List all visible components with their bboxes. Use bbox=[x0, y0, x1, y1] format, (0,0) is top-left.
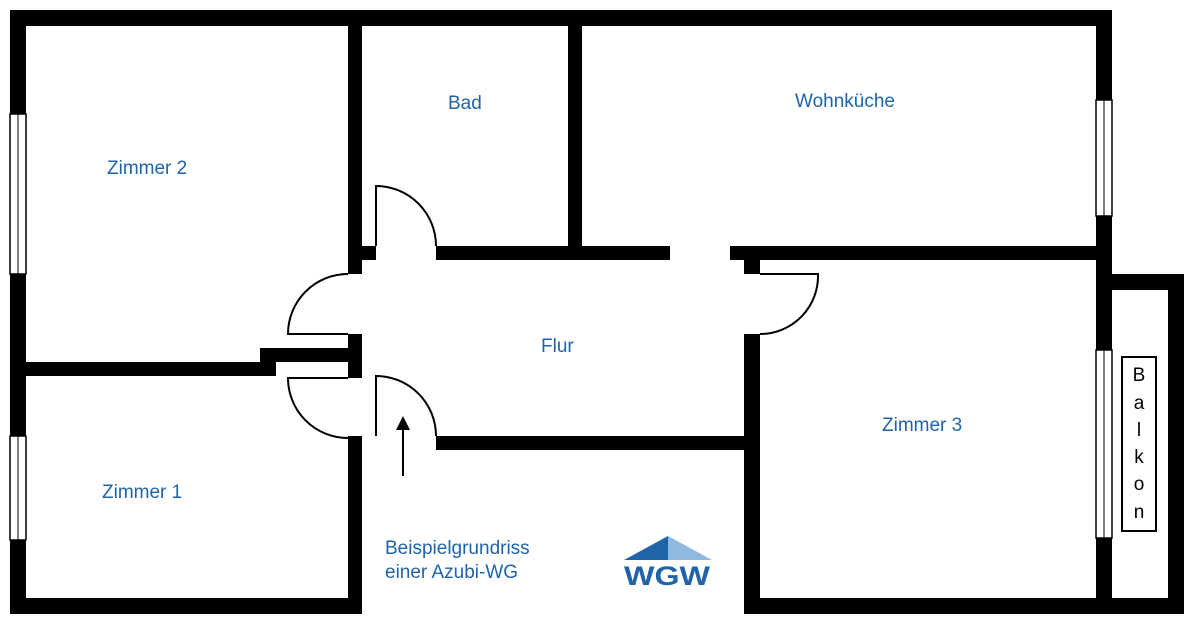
room-label-zimmer2: Zimmer 2 bbox=[107, 158, 188, 179]
wall-flur-left-bottom bbox=[348, 436, 362, 614]
balkon-letter: n bbox=[1133, 501, 1145, 523]
door-zimmer3 bbox=[759, 273, 820, 335]
logo-roof-light bbox=[668, 536, 712, 560]
wall-balkon-bottom bbox=[1096, 598, 1184, 614]
wall-flur-z3 bbox=[744, 334, 760, 614]
caption-line-1: Beispielgrundriss bbox=[385, 538, 530, 559]
wall-flur-left-top bbox=[348, 246, 362, 274]
balkon-letter: l bbox=[1136, 419, 1142, 441]
door-bad bbox=[375, 184, 437, 247]
wall-flur-left-mid bbox=[348, 334, 362, 378]
balkon-letter: o bbox=[1133, 474, 1145, 496]
wall-z2-z1 bbox=[10, 362, 276, 376]
balkon-letter: B bbox=[1132, 365, 1146, 387]
balkon-letter: k bbox=[1134, 447, 1144, 469]
door-zimmer1 bbox=[286, 377, 349, 439]
room-label-wohnkueche: Wohnküche bbox=[795, 91, 895, 112]
logo-text: WGW bbox=[624, 561, 711, 591]
wall-balkon-top bbox=[1096, 274, 1184, 290]
balkon-letter: a bbox=[1133, 392, 1145, 414]
doors bbox=[286, 184, 820, 439]
windows bbox=[9, 99, 1113, 541]
wall-wohn-bottom bbox=[730, 246, 1112, 260]
wall-bottom-left bbox=[10, 598, 362, 614]
wall-balkon-right bbox=[1168, 274, 1184, 614]
wall-bad-bottom-b bbox=[436, 246, 670, 260]
caption-line-2: einer Azubi-WG bbox=[385, 562, 519, 583]
room-label-bad: Bad bbox=[448, 93, 482, 114]
door-zimmer2 bbox=[286, 273, 349, 335]
room-label-zimmer3: Zimmer 3 bbox=[882, 415, 963, 436]
plan-caption: Beispielgrundriss einer Azubi-WG bbox=[385, 537, 530, 585]
room-label-flur: Flur bbox=[541, 336, 574, 357]
door-entrance bbox=[375, 374, 437, 437]
wall-top bbox=[10, 10, 1112, 26]
wall-bottom-right bbox=[744, 598, 1112, 614]
wall-flur-bottom bbox=[436, 436, 758, 450]
wall-bad-wohn bbox=[568, 10, 582, 246]
wall-wohn-bottom-stub bbox=[744, 246, 760, 274]
room-label-zimmer1: Zimmer 1 bbox=[102, 482, 183, 503]
wall-z2-bad bbox=[348, 10, 362, 262]
wgw-logo: WGW bbox=[624, 536, 712, 591]
entrance-arrow-icon bbox=[396, 416, 410, 476]
walls bbox=[10, 10, 1184, 614]
logo-roof-dark bbox=[624, 536, 668, 560]
wall-z2-z1-step bbox=[260, 348, 362, 362]
